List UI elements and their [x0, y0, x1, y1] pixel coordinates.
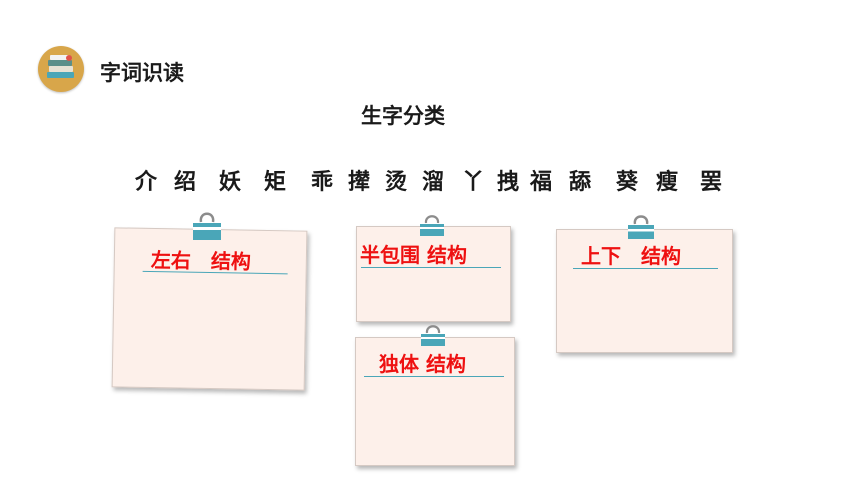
card-semi-enclosed: 半包围 结构: [356, 226, 511, 322]
card-underline: [361, 267, 501, 268]
binder-clip-icon: [625, 212, 657, 246]
card-top-bottom: 上下 结构: [556, 229, 733, 353]
character: 罢: [699, 170, 723, 195]
character: 撵: [347, 170, 371, 195]
card-left-right: 左右 结构: [111, 227, 308, 391]
section-title: 字词识读: [100, 61, 184, 85]
character: 绍: [173, 170, 197, 195]
card-title: 半包围 结构: [360, 243, 467, 267]
card-underline: [573, 268, 718, 269]
character: 舔: [568, 170, 592, 195]
character: 介: [134, 170, 158, 195]
card-underline: [364, 376, 504, 377]
character: 瘦: [655, 170, 679, 195]
binder-clip-icon: [417, 212, 447, 242]
card-title: 上下 结构: [581, 244, 681, 268]
character-list: 介 绍 妖 矩 乖 撵 烫 溜 丫 拽 福 舔 葵 瘦 罢: [0, 164, 860, 196]
character: 矩: [263, 170, 287, 195]
character: 溜: [421, 170, 445, 195]
character: 丫: [461, 170, 485, 195]
character: 福: [529, 170, 553, 195]
card-title: 独体 结构: [379, 352, 466, 376]
page-subtitle: 生字分类: [361, 104, 445, 128]
binder-clip-icon: [418, 322, 448, 352]
card-single: 独体 结构: [355, 337, 515, 466]
character: 葵: [615, 170, 639, 195]
books-icon: [38, 46, 84, 92]
binder-clip-icon: [190, 209, 224, 247]
card-title: 左右 结构: [150, 247, 252, 274]
character: 乖: [310, 170, 334, 195]
character: 妖: [218, 170, 242, 195]
character: 拽: [496, 170, 520, 195]
character: 烫: [384, 170, 408, 195]
